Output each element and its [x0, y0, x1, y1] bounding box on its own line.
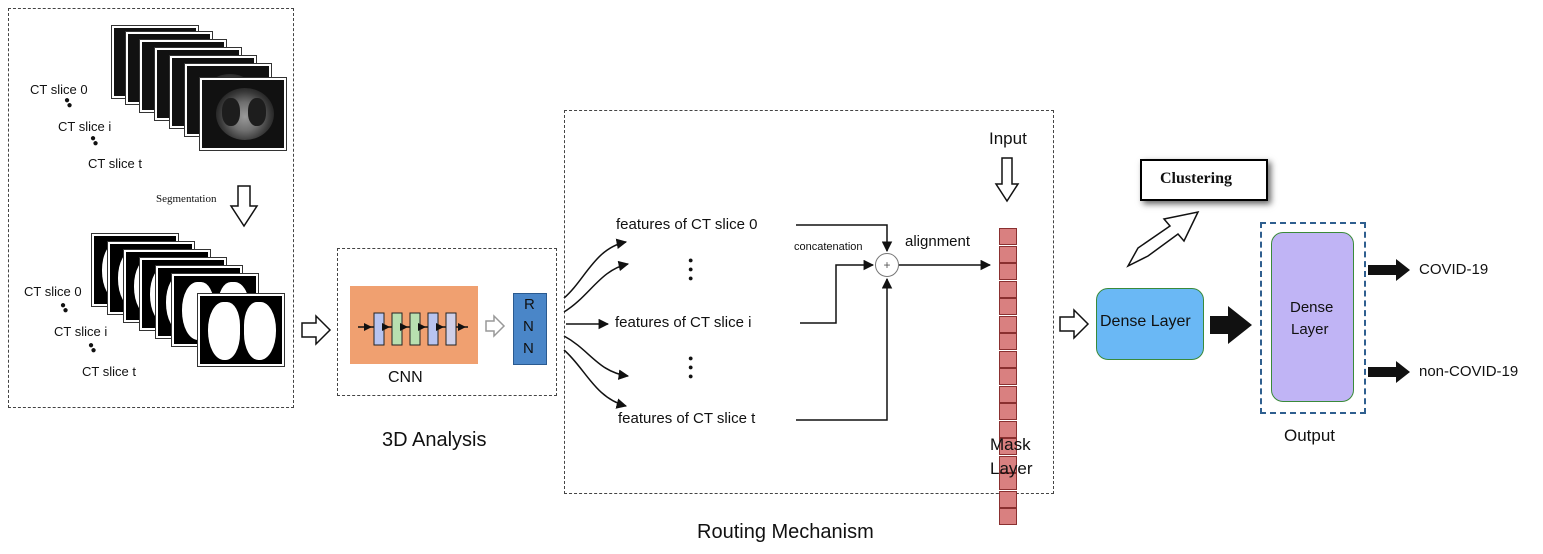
mask-cell	[999, 403, 1017, 420]
vertical-ellipsis: ●●●	[688, 255, 694, 283]
concatenation-label: concatenation	[794, 241, 863, 253]
mask-cell	[999, 333, 1017, 350]
mask-cell	[999, 455, 1017, 473]
mask-cell	[999, 490, 1017, 508]
rnn-block	[513, 293, 547, 365]
cnn-label: CNN	[388, 369, 423, 386]
to-clustering-arrow	[1126, 210, 1200, 268]
mask-cell	[999, 315, 1017, 333]
output-dense-label-line1: Dense	[1290, 299, 1334, 316]
mask-cell	[999, 368, 1017, 385]
ellipsis-dots: ● ●	[64, 95, 73, 111]
routing-frame	[564, 110, 1054, 494]
mask-cell	[999, 298, 1017, 315]
concatenation-node: +	[875, 253, 899, 277]
rnn-letter-r: R	[524, 296, 535, 313]
rnn-letter-n2: N	[523, 340, 534, 357]
feature-label-0: features of CT slice 0	[616, 216, 758, 233]
mask-cell	[999, 385, 1017, 403]
mask-cell	[999, 350, 1017, 368]
input-arrow	[994, 157, 1020, 203]
mask-cell	[999, 245, 1017, 263]
dense-layer-label: Dense Layer	[1100, 313, 1191, 330]
rnn-fanout-arrows	[563, 238, 630, 409]
ellipsis-dots: ● ●	[88, 340, 97, 356]
seg-label-i: CT slice i	[54, 324, 108, 339]
mask-cell	[999, 473, 1017, 490]
feature-connectors	[796, 224, 992, 421]
class-label-covid: COVID-19	[1419, 261, 1489, 278]
covid-arrow	[1368, 259, 1410, 281]
mask-cell	[999, 228, 1017, 245]
clustering-label: Clustering	[1160, 170, 1232, 187]
feature-label-i: features of CT slice i	[615, 314, 752, 331]
dense-layer-block	[1096, 288, 1204, 360]
ct-slice-image-front	[200, 78, 286, 150]
mask-cell	[999, 438, 1017, 455]
clustering-box	[1140, 159, 1268, 201]
cnn-layers	[358, 312, 468, 346]
seg-label-0: CT slice 0	[24, 284, 82, 299]
rnn-letter-n1: N	[523, 318, 534, 335]
to-dense-arrow	[1059, 308, 1090, 340]
mask-label-line1: Mask	[990, 435, 1031, 454]
analysis-3d-frame	[337, 248, 557, 396]
output-dense-block	[1271, 232, 1354, 402]
output-title: Output	[1284, 426, 1336, 445]
non-covid-arrow	[1368, 361, 1410, 383]
output-frame	[1260, 222, 1366, 414]
output-dense-label-line2: Layer	[1291, 321, 1329, 338]
cnn-to-rnn-arrow	[485, 314, 506, 338]
cnn-layer	[445, 312, 457, 346]
feature-label-t: features of CT slice t	[618, 410, 756, 427]
ellipsis-dots: ● ●	[90, 133, 99, 149]
vertical-ellipsis: ●●●	[688, 353, 694, 381]
mask-cell	[999, 280, 1017, 298]
mask-cell	[999, 263, 1017, 280]
mask-cell	[999, 420, 1017, 438]
ct-label-i: CT slice i	[58, 119, 112, 134]
segmentation-arrow	[229, 185, 259, 228]
input-panel-frame	[8, 8, 294, 408]
seg-label-t: CT slice t	[82, 364, 136, 379]
mask-label-line2: Layer	[990, 459, 1033, 478]
routing-title: Routing Mechanism	[697, 521, 874, 543]
dense-to-output-arrow	[1210, 306, 1252, 344]
mask-cell	[999, 508, 1017, 525]
class-label-non-covid: non-COVID-19	[1419, 363, 1519, 380]
ellipsis-dots: ● ●	[60, 300, 69, 316]
to-3d-analysis-arrow	[301, 314, 332, 346]
alignment-label: alignment	[905, 233, 971, 250]
ct-label-t: CT slice t	[88, 156, 142, 171]
analysis-3d-title: 3D Analysis	[382, 429, 487, 451]
ct-label-0: CT slice 0	[30, 82, 88, 97]
input-label: Input	[989, 129, 1027, 148]
segmentation-label: Segmentation	[156, 193, 217, 205]
segmented-slice-image-front	[198, 294, 284, 366]
